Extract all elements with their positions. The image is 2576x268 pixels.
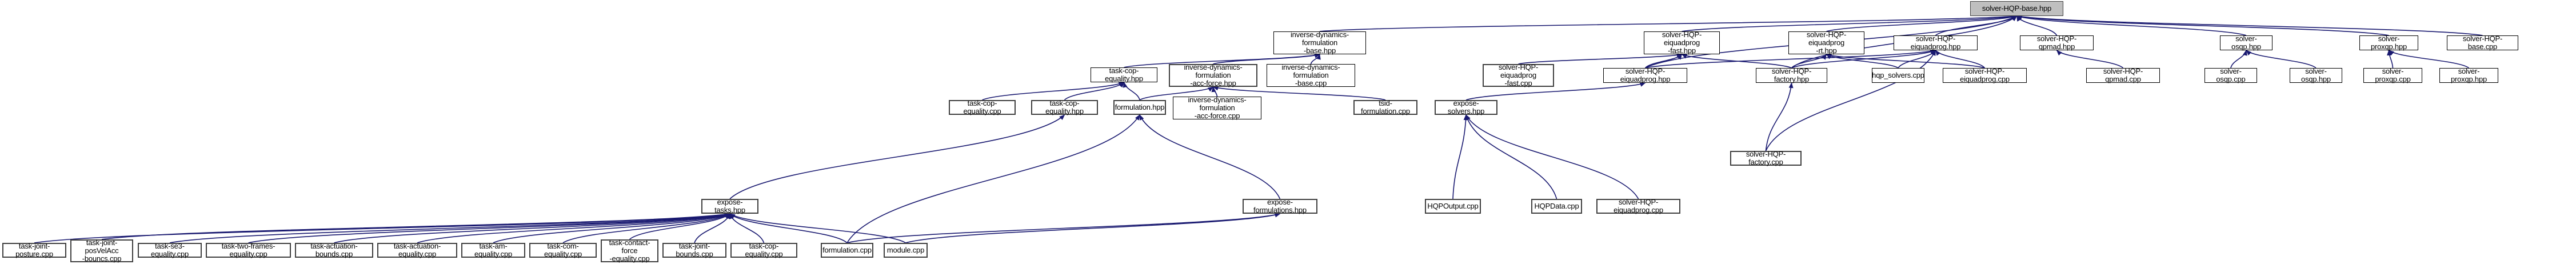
graph-edge (101, 212, 730, 240)
graph-node[interactable]: module.cpp (884, 243, 928, 258)
graph-edge (1465, 114, 1557, 199)
graph-node[interactable]: expose-solvers.hpp (1435, 99, 1497, 115)
graph-node[interactable]: task-am-equality.cpp (461, 242, 525, 258)
graph-node[interactable]: solver-osqp.cpp (2204, 67, 2257, 83)
graph-edge (1518, 53, 1683, 65)
graph-edge (2016, 15, 2058, 36)
graph-edge (1826, 53, 1985, 69)
graph-edge (2387, 50, 2394, 69)
graph-edge (629, 213, 730, 240)
graph-node-root[interactable]: solver-HQP-base.hpp (1970, 1, 2063, 16)
graph-edge (1826, 54, 1899, 69)
graph-node[interactable]: solver-HQP-eiquadprog -fast.hpp (1644, 31, 1720, 55)
graph-node[interactable]: solver-osqp.hpp (2220, 35, 2273, 51)
graph-node[interactable]: solver-HQP-eiquadprog.hpp (1894, 35, 1978, 51)
graph-node[interactable]: task-cop-equality.hpp (1091, 67, 1157, 83)
graph-node[interactable]: expose-formulations.hpp (1243, 198, 1317, 214)
graph-node[interactable]: solver-osqp.hpp (2290, 67, 2342, 83)
graph-edge (1452, 114, 1468, 199)
graph-edge (729, 213, 906, 243)
graph-edge (2388, 50, 2470, 69)
graph-node[interactable]: task-two-frames-equality.cpp (206, 242, 291, 258)
graph-edge (1064, 82, 1125, 101)
graph-node[interactable]: HQPOutput.cpp (1425, 199, 1481, 214)
graph-edge (2230, 50, 2247, 69)
graph-node[interactable]: solver-proxqp.cpp (2363, 67, 2422, 83)
graph-edge (2016, 14, 2389, 36)
graph-node[interactable]: solver-proxqp.hpp (2359, 35, 2418, 51)
graph-edge (729, 213, 765, 243)
graph-node[interactable]: solver-HQP-eiquadprog.cpp (1943, 67, 2027, 83)
graph-edge (982, 82, 1125, 101)
graph-node[interactable]: inverse-dynamics-formulation -acc-force.… (1173, 96, 1261, 120)
graph-node[interactable]: solver-HQP-base.cpp (2447, 35, 2518, 51)
graph-node[interactable]: HQPData.cpp (1531, 199, 1582, 214)
graph-node[interactable]: solver-proxqp.hpp (2439, 67, 2498, 83)
graph-edge (1682, 14, 2018, 32)
graph-edge (334, 213, 730, 243)
graph-node[interactable]: inverse-dynamics-formulation -base.hpp (1273, 31, 1366, 55)
graph-edge (2056, 50, 2124, 69)
graph-node[interactable]: task-actuation-equality.cpp (377, 242, 457, 258)
graph-edge (1935, 15, 2018, 36)
graph-node[interactable]: task-cop-equality.cpp (949, 99, 1016, 115)
graph-node[interactable]: solver-HQP-eiquadprog.hpp (1603, 67, 1687, 83)
graph-edge (2246, 50, 2317, 69)
graph-node[interactable]: inverse-dynamics-formulation -base.cpp (1267, 63, 1355, 87)
graph-edge (1765, 82, 1794, 151)
graph-node[interactable]: solver-HQP-eiquadprog -fast.cpp (1483, 63, 1554, 87)
graph-edge (1139, 114, 1281, 199)
graph-edge (1681, 54, 1792, 69)
graph-edge (2016, 14, 2483, 36)
graph-edge (1826, 15, 2018, 32)
graph-node[interactable]: task-contact-force -equality.cpp (601, 239, 658, 263)
graph-node[interactable]: tsid-formulation.cpp (1353, 99, 1417, 115)
graph-node[interactable]: task-cop-equality.hpp (1031, 99, 1098, 115)
graph-edge (1319, 14, 2018, 32)
graph-node[interactable]: inverse-dynamics-formulation -acc-force.… (1169, 63, 1257, 87)
graph-edge (1935, 50, 1986, 69)
graph-edge (1898, 50, 1936, 69)
graph-node[interactable]: task-se3-equality.cpp (138, 242, 202, 258)
graph-edge (2016, 15, 2247, 36)
graph-edge (846, 213, 1281, 243)
graph-edge (1123, 82, 1140, 101)
graph-edge (729, 114, 1065, 199)
graph-node[interactable]: solver-HQP-factory.cpp (1730, 150, 1802, 166)
graph-node[interactable]: expose-tasks.hpp (701, 198, 758, 214)
graph-node[interactable]: solver-HQP-factory.hpp (1756, 67, 1827, 83)
graph-edge (1765, 50, 1936, 151)
graph-edge (417, 213, 730, 243)
graph-edge (905, 213, 1281, 243)
graph-node[interactable]: solver-HQP-qpmad.hpp (2020, 35, 2094, 51)
graph-edge (1791, 54, 1827, 69)
graph-node[interactable]: task-actuation-bounds.cpp (295, 242, 373, 258)
graph-edge (1465, 114, 1639, 199)
graph-edge (694, 213, 731, 243)
graph-edge (846, 114, 1140, 243)
graph-node[interactable]: solver-HQP-eiquadprog.cpp (1596, 198, 1680, 214)
graph-node[interactable]: task-joint-posVelAcc -bouncs.cpp (70, 239, 133, 263)
graph-node[interactable]: hqp_solvers.cpp (1872, 68, 1924, 83)
graph-node[interactable]: formulation.hpp (1113, 100, 1166, 115)
graph-edge (1644, 54, 1683, 69)
graph-node[interactable]: solver-HQP-eiquadprog -rt.hpp (1788, 31, 1864, 55)
graph-node[interactable]: task-joint-posture.cpp (2, 242, 66, 258)
graph-node[interactable]: task-joint-bounds.cpp (662, 242, 726, 258)
graph-node[interactable]: solver-HQP-qpmad.cpp (2086, 67, 2160, 83)
graph-edge (248, 213, 730, 243)
graph-node[interactable]: formulation.cpp (821, 243, 873, 258)
graph-node[interactable]: task-cop-equality.cpp (730, 242, 797, 258)
graph-edge (729, 213, 848, 243)
graph-node[interactable]: task-com-equality.cpp (529, 242, 597, 258)
